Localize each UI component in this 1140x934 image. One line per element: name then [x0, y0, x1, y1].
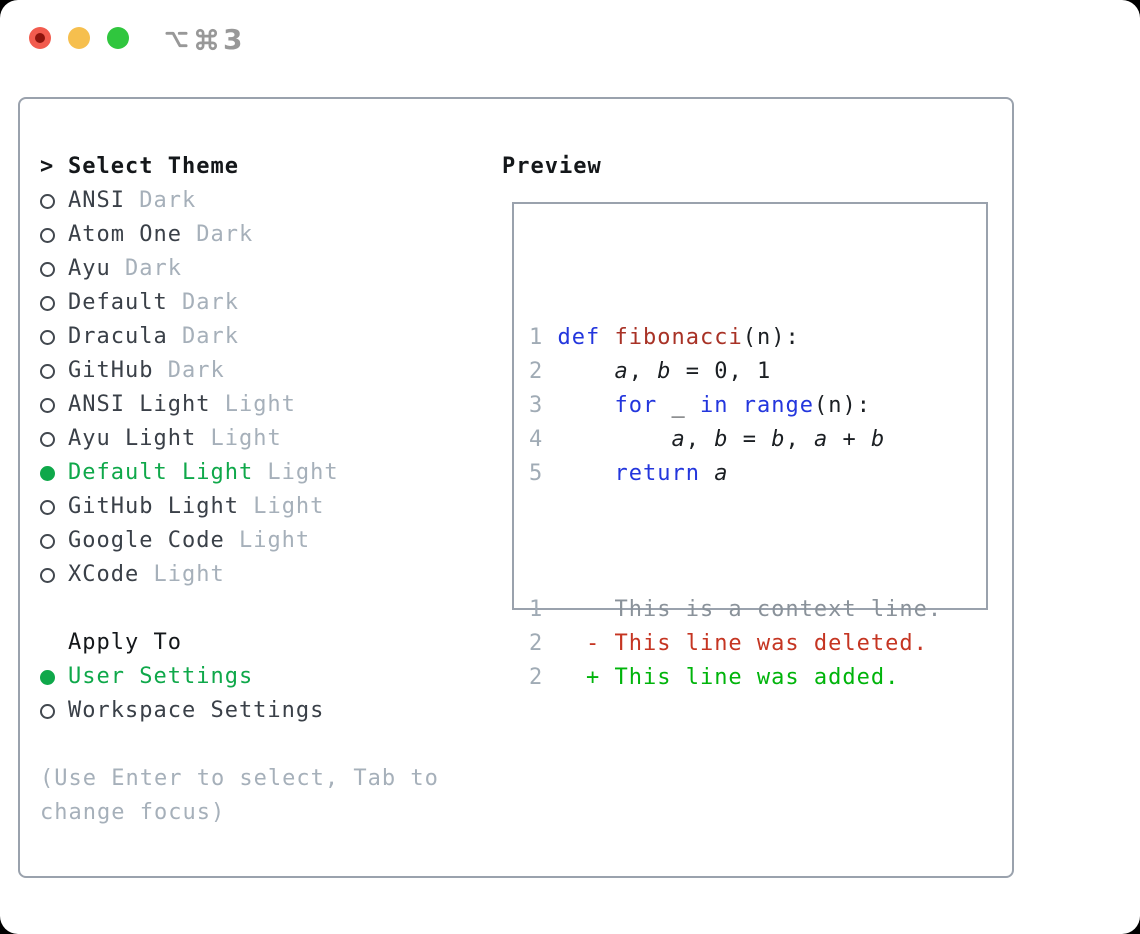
radio-icon [40, 397, 55, 413]
line-number: 4 [529, 427, 544, 452]
radio-icon [40, 499, 55, 515]
line-number: 3 [529, 393, 544, 418]
window-title: 3 [163, 22, 242, 56]
theme-name: Google Code [68, 528, 225, 553]
help-text: (Use Enter to select, Tab to change focu… [40, 766, 439, 825]
theme-variant: Light [210, 392, 296, 417]
line-number: 5 [529, 461, 544, 486]
radio-icon [40, 431, 55, 447]
option-key-icon [165, 31, 188, 47]
radio-icon [40, 329, 55, 345]
radio-icon [40, 363, 55, 379]
close-button-dot [35, 33, 45, 43]
theme-option[interactable]: Dracula Dark [40, 320, 460, 354]
line-number: 2 [529, 665, 544, 690]
theme-variant: Dark [181, 222, 254, 247]
code-line: 5 return a [529, 461, 729, 486]
diff-line: 2 + This line was added. [529, 665, 900, 690]
diff-line: 1 This is a context line. [529, 597, 943, 622]
radio-icon [40, 193, 55, 209]
theme-option[interactable]: GitHub Dark [40, 354, 460, 388]
line-number: 2 [529, 631, 544, 656]
theme-option[interactable]: ANSI Light Light [40, 388, 460, 422]
preview-pane: 1 def fibonacci(n): 2 a, b = 0, 1 3 for _ … [512, 202, 988, 690]
line-number: 1 [529, 597, 544, 622]
theme-option[interactable]: Ayu Dark [40, 252, 460, 286]
theme-option[interactable]: Default Light Light [40, 456, 460, 490]
theme-option[interactable]: GitHub Light Light [40, 490, 460, 524]
theme-variant: Dark [167, 290, 239, 315]
radio-icon [40, 261, 55, 277]
radio-icon [40, 295, 55, 311]
theme-name: ANSI [68, 188, 125, 213]
minimize-button[interactable] [68, 27, 90, 49]
command-key-icon [195, 28, 218, 50]
theme-name: ANSI Light [68, 392, 211, 417]
theme-name: Ayu [68, 256, 111, 281]
select-theme-heading: Select Theme [68, 154, 239, 179]
code-line: 4 a, b = b, a + b [529, 427, 886, 452]
apply-to-heading: Apply To [68, 630, 182, 655]
theme-option[interactable]: Ayu Light Light [40, 422, 460, 456]
theme-name: Default [68, 290, 168, 315]
theme-variant: Dark [124, 188, 197, 213]
radio-icon [40, 567, 55, 583]
select-theme-heading-row: > Select Theme [40, 150, 460, 184]
theme-variant: Light [253, 460, 339, 485]
radio-selected-icon [40, 465, 55, 481]
apply-to-label: User Settings [68, 664, 254, 689]
radio-icon [40, 227, 55, 243]
close-button[interactable] [29, 27, 51, 49]
theme-option[interactable]: Google Code Light [40, 524, 460, 558]
theme-variant: Light [139, 562, 225, 587]
diff-preview: 1 This is a context line. 2 - This line w… [529, 593, 986, 695]
theme-name: Default Light [68, 460, 254, 485]
code-preview: 1 def fibonacci(n): 2 a, b = 0, 1 3 for _ … [529, 321, 986, 491]
theme-name: GitHub Light [68, 494, 239, 519]
theme-name: XCode [68, 562, 140, 587]
theme-name: Atom One [68, 222, 182, 247]
code-line: 2 a, b = 0, 1 [529, 359, 772, 384]
zoom-button[interactable] [107, 27, 129, 49]
preview-heading: Preview [502, 154, 602, 179]
theme-name: Dracula [68, 324, 168, 349]
apply-to-option[interactable]: Workspace Settings [40, 694, 460, 728]
code-line: 1 def fibonacci(n): [529, 325, 800, 350]
theme-variant: Dark [110, 256, 182, 281]
shortcut-number: 3 [223, 22, 243, 56]
theme-variant: Light [196, 426, 282, 451]
theme-name: Ayu Light [68, 426, 197, 451]
radio-icon [40, 703, 55, 719]
theme-variant: Dark [153, 358, 225, 383]
titlebar: 3 [0, 0, 1140, 78]
radio-icon [40, 533, 55, 549]
theme-option[interactable]: XCode Light [40, 558, 460, 592]
theme-variant: Light [224, 528, 311, 553]
theme-variant: Light [238, 494, 325, 519]
theme-option[interactable]: ANSI Dark [40, 184, 460, 218]
apply-to-option[interactable]: User Settings [40, 660, 460, 694]
line-number: 1 [529, 325, 544, 350]
code-line: 3 for _ in range(n): [529, 393, 871, 418]
prompt-caret: > [40, 154, 55, 179]
theme-name: GitHub [68, 358, 154, 383]
radio-selected-icon [40, 669, 55, 685]
theme-option[interactable]: Atom One Dark [40, 218, 460, 252]
theme-option[interactable]: Default Dark [40, 286, 460, 320]
line-number: 2 [529, 359, 544, 384]
diff-line: 2 - This line was deleted. [529, 631, 928, 656]
apply-to-label: Workspace Settings [68, 698, 325, 723]
theme-variant: Dark [167, 324, 239, 349]
